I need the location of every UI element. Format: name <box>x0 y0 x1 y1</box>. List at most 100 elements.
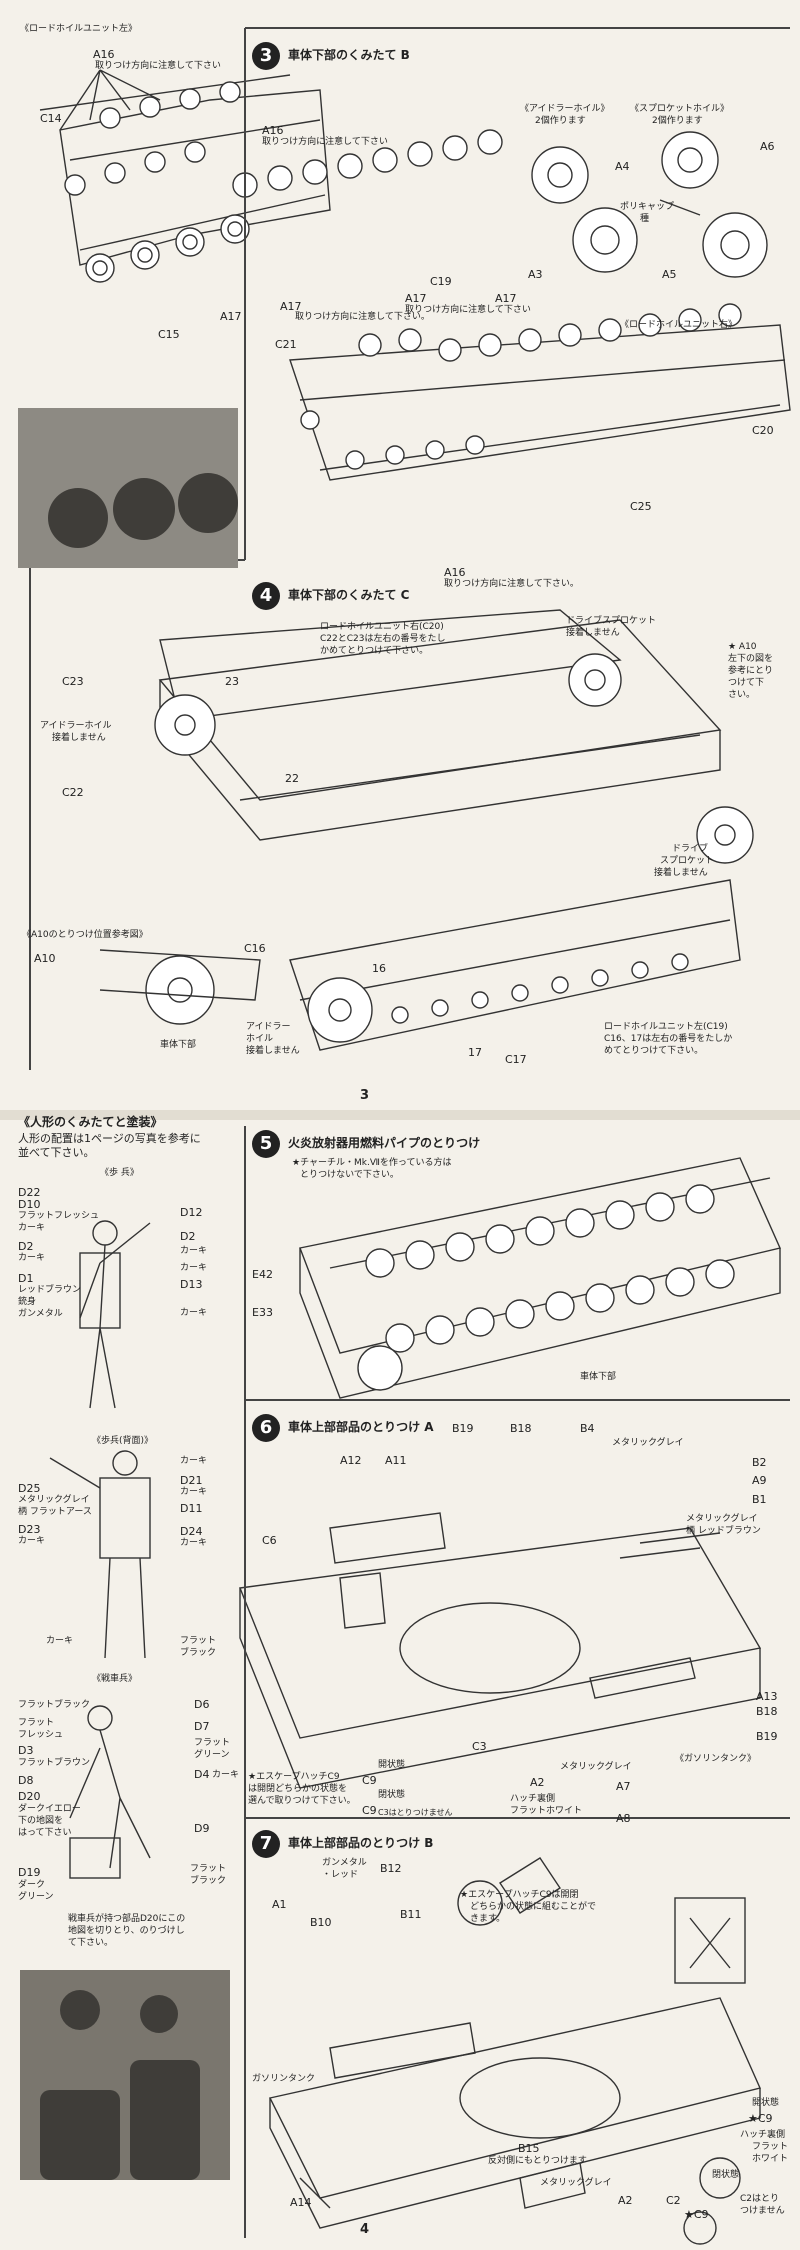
label-c6: C6 <box>262 1534 277 1547</box>
label-a10: A10 <box>34 952 56 965</box>
label-c19: C19 <box>430 275 452 288</box>
label-a14: A14 <box>290 2196 312 2209</box>
label-b12: B12 <box>380 1862 402 1875</box>
label-d9: D9 <box>194 1822 210 1835</box>
paint-khaki-6: カーキ <box>180 1456 208 1466</box>
step3-label-a17-note: 取りつけ方向に注意して下さい。 <box>295 312 430 322</box>
label-d22: D22 <box>18 1186 41 1199</box>
label-c9-s7: ★C9 <box>748 2112 773 2125</box>
hatch-back-label: ハッチ裏側 <box>510 1794 556 1804</box>
label-b2: B2 <box>752 1456 767 1469</box>
label-c14: C14 <box>40 112 62 125</box>
paint-dark-yellow: ダークイエロー <box>18 1804 81 1814</box>
label-d11: D11 <box>180 1502 203 1515</box>
paint-flat: フラット <box>18 1718 55 1728</box>
paint-gunmetal: ガンメタル <box>18 1309 63 1319</box>
drive-sprocket-2-label-2: スプロケット <box>660 856 715 866</box>
hatch-closed-label: 閉状態 <box>378 1790 406 1800</box>
paint-khaki-7: カーキ <box>180 1487 208 1497</box>
step-6-hatch-note-1: ★エスケープハッチC9 <box>248 1772 340 1782</box>
label-a5: A5 <box>662 268 677 281</box>
paint-flat-black-3: フラットブラック <box>18 1700 91 1710</box>
paint-khaki-4: カーキ <box>180 1263 208 1273</box>
label-c23: C23 <box>62 675 84 688</box>
step3-label-a17b: A17 <box>405 292 427 305</box>
map-cutout-note-1: 戦車兵が持つ部品D20にこの <box>68 1914 186 1924</box>
left-road-wheel-unit-drawing <box>39 69 331 283</box>
step-3-title: 車体下部のくみたて B <box>288 48 410 62</box>
unit-left-note-2: C16、17は左右の番号をたしか <box>604 1034 733 1044</box>
label-c15: C15 <box>158 328 180 341</box>
label-c21: C21 <box>275 338 297 351</box>
label-d23: D23 <box>18 1523 41 1536</box>
idler-wheel-no-glue: 接着しません <box>52 733 106 743</box>
label-a12: A12 <box>340 1454 362 1467</box>
step-3-number: 3 <box>252 42 280 70</box>
paint-khaki-10: カーキ <box>46 1636 74 1646</box>
label-a6: A6 <box>760 140 775 153</box>
step3-label-a16: A16 <box>262 124 284 137</box>
paint-green-2: グリーン <box>18 1892 54 1902</box>
unit-right-note-2: C22とC23は左右の番号をたし <box>320 634 446 644</box>
paint-metallic-grey: メタリックグレイ <box>18 1495 90 1505</box>
label-d2: D2 <box>18 1240 34 1253</box>
b15-note: 反対側にもとりつけます <box>488 2156 587 2166</box>
page-number-4: 4 <box>360 2222 370 2237</box>
paint-flat-brown: フラットブラウン <box>18 1758 91 1768</box>
label-d20: D20 <box>18 1790 41 1803</box>
step-4-number: 4 <box>252 582 280 610</box>
paint-flat-white: フラットホワイト <box>510 1806 583 1816</box>
paint-flat-flesh: フラットフレッシュ <box>18 1211 100 1221</box>
step6-hull-drawing <box>239 1512 762 1789</box>
label-d3: D3 <box>18 1744 34 1757</box>
idler-2-label-3: 接着しません <box>246 1046 300 1056</box>
unit-right-note-3: かめてとりつけて下さい。 <box>320 646 429 656</box>
c3-not-attached-note: C3はとりつけません <box>378 1808 453 1817</box>
hull-wheel-photo <box>18 408 238 568</box>
label-a11: A11 <box>385 1454 407 1467</box>
step3-label-a16-note: 取りつけ方向に注意して下さい <box>262 137 388 147</box>
step-5-hull-label: 車体下部 <box>580 1372 617 1382</box>
right-road-wheel-unit-drawing <box>289 303 791 481</box>
label-b1: B1 <box>752 1493 767 1506</box>
label-d21: D21 <box>180 1474 203 1487</box>
step3-wheel-row-top <box>232 129 503 198</box>
label-b18: B18 <box>510 1422 532 1435</box>
paint-metallic-grey-s6-3: メタリックグレイ <box>560 1762 632 1772</box>
infantry-back-caption: 《歩兵(背面)》 <box>92 1436 154 1446</box>
step7-hull-drawing <box>268 1997 761 2245</box>
gun-body-label: 銃身 <box>18 1297 37 1307</box>
paint-white-s7: ホワイト <box>752 2154 789 2164</box>
part-mark-23: 23 <box>225 675 239 688</box>
label-d4: D4 <box>194 1768 210 1781</box>
step-4-title: 車体下部のくみたて C <box>288 588 410 602</box>
step-5-note-2: とりつけないで下さい。 <box>300 1170 399 1180</box>
a10-note-1: ★ A10 <box>728 642 757 652</box>
label-e33: E33 <box>252 1306 273 1319</box>
c2-note-1: C2はとり <box>740 2194 780 2204</box>
paint-khaki-3: カーキ <box>180 1246 208 1256</box>
label-d25: D25 <box>18 1482 41 1495</box>
hatch-drawing <box>457 1857 561 1926</box>
label-d8: D8 <box>18 1774 34 1787</box>
label-b4: B4 <box>580 1422 595 1435</box>
hatch-closed-label-s7: 閉状態 <box>712 2170 740 2180</box>
step4-hull-drawing <box>99 609 754 1051</box>
paint-green: グリーン <box>194 1750 230 1760</box>
idler-sprocket-drawing <box>531 131 768 278</box>
label-b15: B15 <box>518 2142 540 2155</box>
label-a9: A9 <box>752 1474 767 1487</box>
instruction-page-3: 《ロードホイルユニット左》 A16 取りつけ方向に注意して下さい C14 C15… <box>0 0 800 1118</box>
a10-note-5: さい。 <box>728 690 756 700</box>
step-6-hatch-note-3: 選んで取りつけて下さい。 <box>248 1796 356 1806</box>
label-d7: D7 <box>194 1720 210 1733</box>
step-7-hatch-note-3: きます。 <box>470 1914 506 1924</box>
page4-line-art <box>49 1126 790 2245</box>
map-cutout-note-3: て下さい。 <box>68 1938 114 1948</box>
label-c22: C22 <box>62 786 84 799</box>
idler-wheel-label: アイドラーホイル <box>40 721 112 731</box>
unit-left-note-3: めてとりつけて下さい。 <box>604 1046 704 1056</box>
label-e42: E42 <box>252 1268 273 1281</box>
unit-left-note-1: ロードホイルユニット左(C19) <box>604 1022 728 1032</box>
step3-label-a17: A17 <box>280 300 302 313</box>
